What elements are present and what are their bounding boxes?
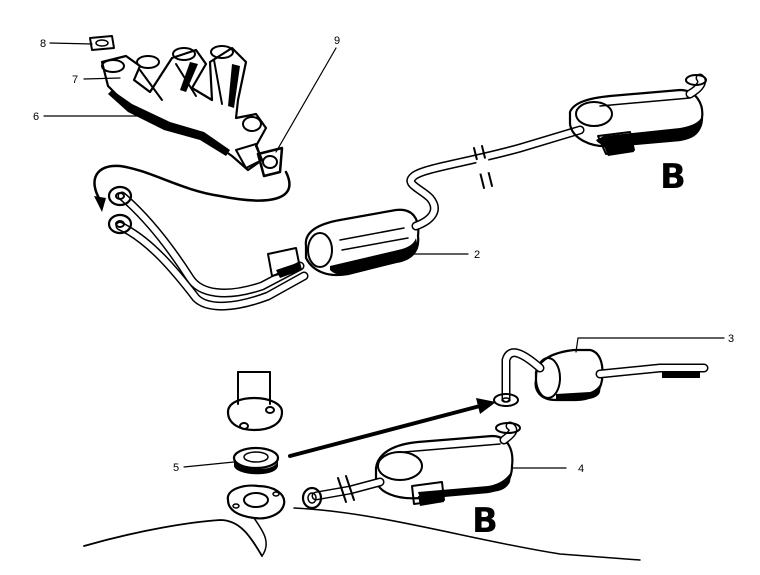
exhaust-flange-lower bbox=[226, 484, 286, 557]
exhaust-manifold bbox=[100, 45, 268, 172]
middle-silencer-lower bbox=[301, 421, 521, 510]
assembly-arrow-lower bbox=[288, 398, 496, 458]
callout-lines bbox=[43, 42, 725, 469]
callout-4: 4 bbox=[578, 463, 584, 475]
downpipe-flange-joint bbox=[226, 371, 284, 432]
assembly-arrow-upper bbox=[93, 164, 291, 212]
front-silencer bbox=[304, 208, 420, 277]
callout-8: 8 bbox=[40, 38, 46, 50]
section-label-lower: B bbox=[472, 501, 498, 541]
callout-6: 6 bbox=[33, 111, 39, 123]
intermediate-pipe bbox=[406, 125, 585, 231]
manifold-gasket-triangle bbox=[256, 146, 284, 178]
manifold-gasket-small bbox=[89, 35, 115, 51]
sealing-ring bbox=[232, 446, 280, 475]
rear-silencer-lower bbox=[493, 348, 709, 407]
car-body-outline bbox=[83, 507, 641, 561]
callout-3: 3 bbox=[728, 333, 734, 345]
callout-9: 9 bbox=[334, 35, 340, 47]
rear-silencer-upper bbox=[568, 73, 707, 156]
section-label-upper: B bbox=[660, 157, 686, 197]
callout-7: 7 bbox=[72, 74, 78, 86]
front-downpipes bbox=[107, 185, 309, 311]
callout-2: 2 bbox=[474, 249, 480, 261]
callout-5: 5 bbox=[173, 462, 179, 474]
